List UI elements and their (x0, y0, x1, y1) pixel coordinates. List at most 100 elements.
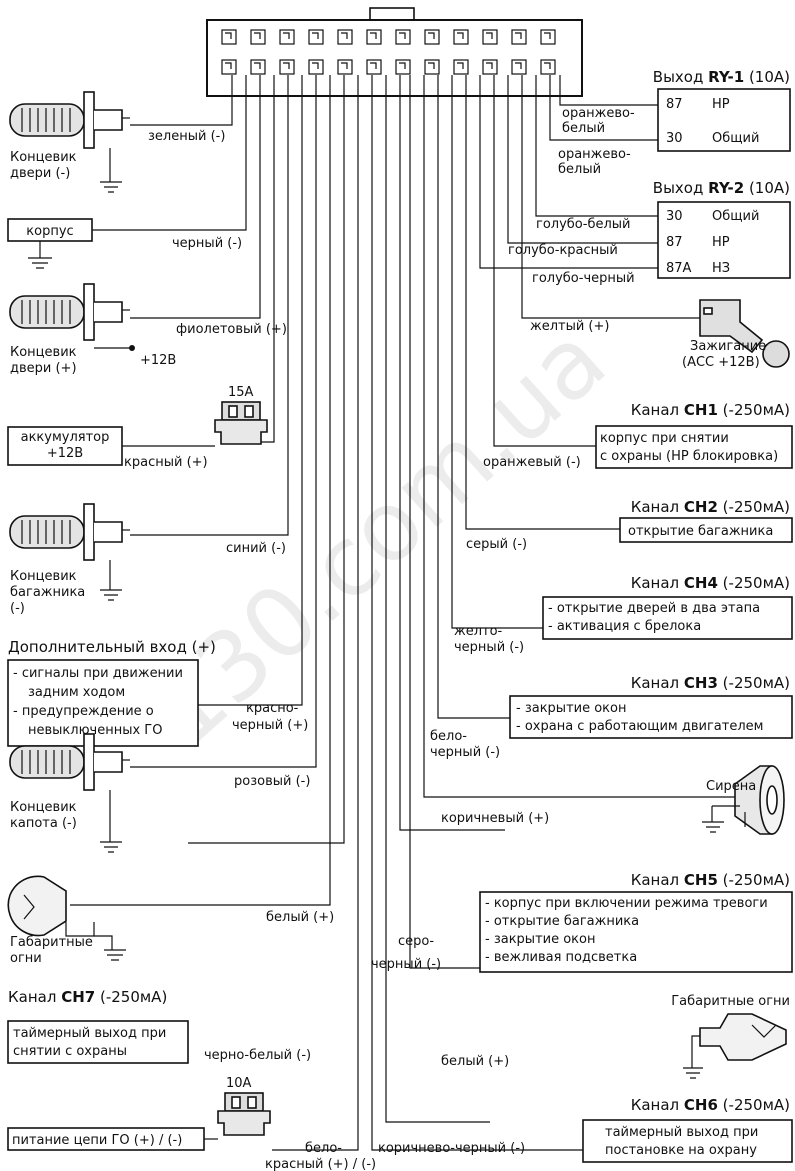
ry2-pin-87: 87 (666, 235, 683, 250)
ch2-box (619, 517, 793, 543)
ry1-pin-30: 30 (666, 131, 683, 146)
pin-bottom-11 (511, 59, 527, 75)
ch4-title: Канал CH4 (-250мА) (631, 574, 790, 592)
pin-top-mark-6 (370, 32, 377, 39)
siren-label: Сирена (706, 779, 756, 794)
ry1-wire-b: оранжево-белый (558, 147, 631, 177)
ry1-title: Выход RY-1 (10А) (653, 68, 790, 86)
pin-bottom-10 (482, 59, 498, 75)
pin-bottom-5 (337, 59, 353, 75)
siren-wire: коричневый (+) (441, 811, 549, 826)
extra-input-box (7, 659, 199, 747)
ry2-label-no: НР (712, 235, 730, 250)
pin-bottom-mark-8 (428, 62, 435, 69)
ch1-box (595, 425, 793, 469)
pin-bottom-mark-4 (312, 62, 319, 69)
go-wire: бело-красный (+) / (-) (265, 1141, 376, 1171)
battery-box-text: аккумулятор+12В (21, 430, 110, 461)
fuse-15a-icon (214, 401, 268, 445)
bulb-right-icon (683, 1013, 787, 1079)
pin-bottom-7 (395, 59, 411, 75)
ch7-wire: черно-белый (-) (204, 1048, 311, 1063)
pin-top-10 (482, 29, 498, 45)
ch1-wire: оранжевый (-) (483, 455, 581, 470)
pin-bottom-3 (279, 59, 295, 75)
connector-pins-bottom (221, 59, 556, 75)
pin-top-8 (424, 29, 440, 45)
wires (70, 75, 735, 1151)
pin-top-mark-11 (515, 32, 522, 39)
ch5-box (479, 891, 793, 973)
ry2-pin-30: 30 (666, 209, 683, 224)
fuse2-label: 10А (226, 1076, 252, 1091)
pin-bottom-mark-12 (544, 62, 551, 69)
siren-icon (702, 765, 785, 835)
ch2-wire: серый (-) (466, 537, 527, 552)
ry2-wire-2: голубо-красный (508, 243, 618, 258)
pin-top-3 (279, 29, 295, 45)
ry1-pin-87: 87 (666, 97, 683, 112)
door-switch-2-icon (9, 283, 135, 351)
ch5-wire: серо-черный (-) (371, 934, 441, 972)
ry2-box (657, 201, 791, 279)
ry2-label-common: Общий (712, 209, 759, 224)
ch6-wire: коричнево-черный (-) (378, 1141, 525, 1156)
pin-top-4 (308, 29, 324, 45)
pin-top-mark-12 (544, 32, 551, 39)
ch5-box-text: - корпус при включении режима тревоги- о… (485, 896, 768, 965)
ch3-box-text: - закрытие окон- охрана с работающим дви… (516, 701, 763, 734)
door-switch-1-icon (9, 91, 130, 193)
ch1-title: Канал CH1 (-250мА) (631, 401, 790, 419)
door2-wire: фиолетовый (+) (176, 322, 287, 337)
body-box (7, 218, 93, 242)
pin-top-mark-2 (254, 32, 261, 39)
parking-right-label: Габаритные огни (671, 994, 790, 1009)
pin-top-2 (250, 29, 266, 45)
pin-bottom-1 (221, 59, 237, 75)
battery-wire: красный (+) (124, 455, 208, 470)
pin-bottom-mark-1 (225, 62, 232, 69)
ry1-box (657, 88, 791, 152)
door1-wire: зеленый (-) (148, 129, 225, 144)
ch6-box (582, 1119, 793, 1163)
ry1-label-no: НР (712, 97, 730, 112)
body-ground-icon (28, 241, 52, 269)
ry2-wire-1: голубо-белый (536, 217, 631, 232)
ch4-wire: желто-черный (-) (454, 624, 524, 655)
pin-top-7 (395, 29, 411, 45)
door2-voltage: +12В (140, 353, 176, 368)
ch7-title: Канал CH7 (-250мА) (8, 988, 167, 1006)
ch3-title: Канал CH3 (-250мА) (631, 674, 790, 692)
ignition-label: Зажигание(АСС +12В) (682, 339, 766, 370)
pin-bottom-8 (424, 59, 440, 75)
pin-top-mark-1 (225, 32, 232, 39)
pin-top-12 (540, 29, 556, 45)
ry2-label-nc: НЗ (712, 261, 730, 276)
ry2-title: Выход RY-2 (10А) (653, 179, 790, 197)
trunk-wire: синий (-) (226, 541, 286, 556)
ch7-box (7, 1020, 189, 1064)
ry1-label-common: Общий (712, 131, 759, 146)
pin-bottom-12 (540, 59, 556, 75)
parking-right-wire: белый (+) (441, 1054, 509, 1069)
pin-top-5 (337, 29, 353, 45)
hood-switch-icon (9, 733, 130, 853)
main-connector (206, 7, 583, 97)
ignition-wire: желтый (+) (530, 319, 609, 334)
ch2-title: Канал CH2 (-250мА) (631, 498, 790, 516)
pin-bottom-mark-2 (254, 62, 261, 69)
ch3-wire: бело-черный (-) (430, 729, 500, 760)
pin-top-11 (511, 29, 527, 45)
pin-top-mark-3 (283, 32, 290, 39)
bulb-left-icon (7, 875, 126, 961)
pin-bottom-9 (453, 59, 469, 75)
pin-bottom-4 (308, 59, 324, 75)
trunk-switch-icon (9, 503, 130, 601)
